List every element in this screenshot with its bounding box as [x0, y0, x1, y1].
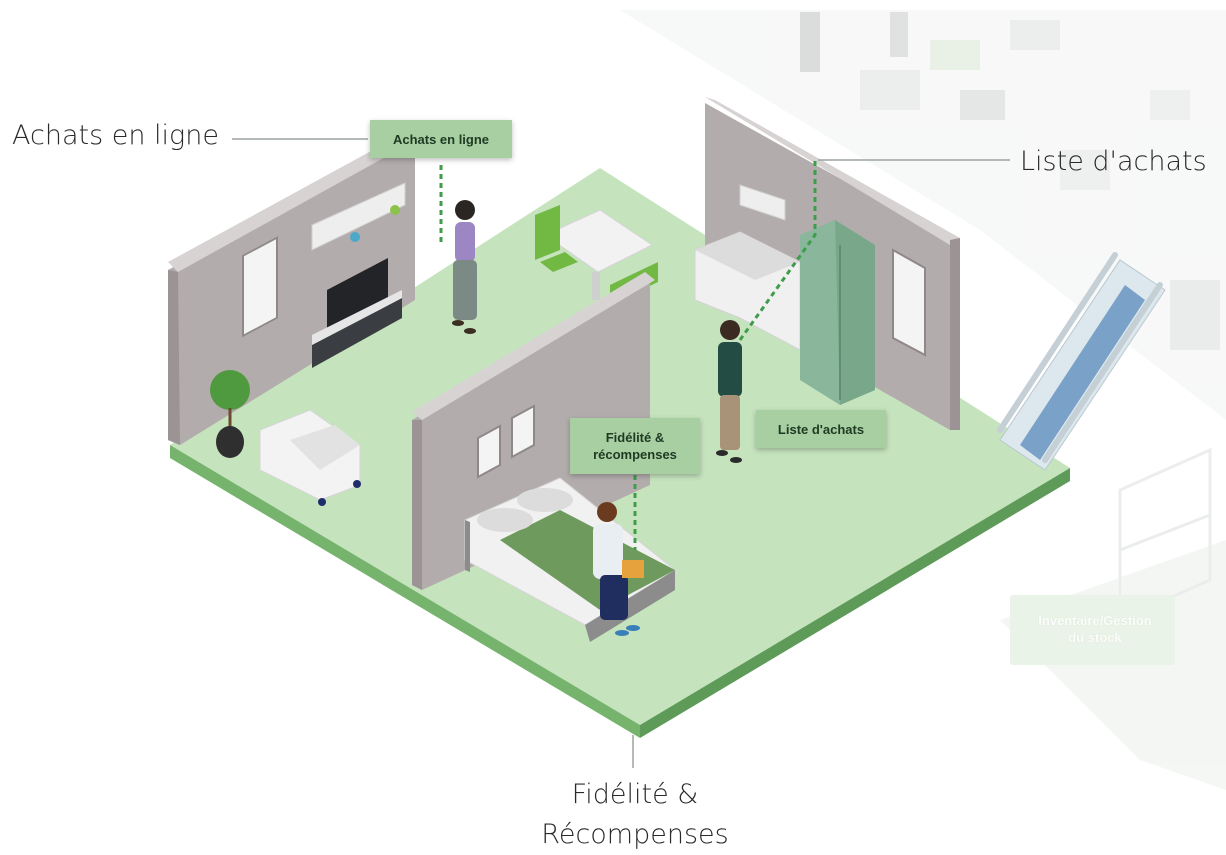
inventory-label-line1: Inventaire/Gestion: [1038, 613, 1152, 628]
inventory-label-line2: du stock: [1068, 630, 1122, 645]
callout-loyalty: Fidélité & Récompenses: [540, 775, 730, 855]
callout-loyalty-line1: Fidélité &: [571, 779, 699, 810]
inventory-label: Inventaire/Gestion du stock: [1020, 612, 1170, 646]
fridge: [800, 220, 875, 405]
escalator: [997, 252, 1166, 471]
living-room-window: [242, 236, 278, 338]
floor-edge-left: [170, 445, 640, 738]
kitchen-counter: [694, 231, 801, 351]
tag-shopping-list: Liste d'achats: [756, 410, 886, 448]
background-store: [620, 10, 1226, 420]
person-online-shopping: [452, 200, 477, 334]
armchair: [259, 409, 361, 506]
background-shelf: [1000, 447, 1226, 790]
tag-loyalty-line2: récompenses: [593, 447, 677, 462]
tag-loyalty: Fidélité & récompenses: [570, 418, 700, 474]
person-loyalty: [593, 502, 644, 636]
floor-edge-right: [640, 468, 1070, 738]
tag-loyalty-line1: Fidélité &: [605, 430, 665, 445]
shopping-list-link: [738, 160, 817, 341]
plant: [210, 370, 250, 410]
callout-online-shopping: Achats en ligne: [12, 120, 219, 151]
tv: [327, 258, 388, 333]
callout-loyalty-line2: Récompenses: [541, 819, 729, 850]
tag-online-shopping: Achats en ligne: [370, 120, 512, 158]
person-shopping-list: [716, 320, 742, 463]
callout-shopping-list: Liste d'achats: [1020, 146, 1207, 177]
